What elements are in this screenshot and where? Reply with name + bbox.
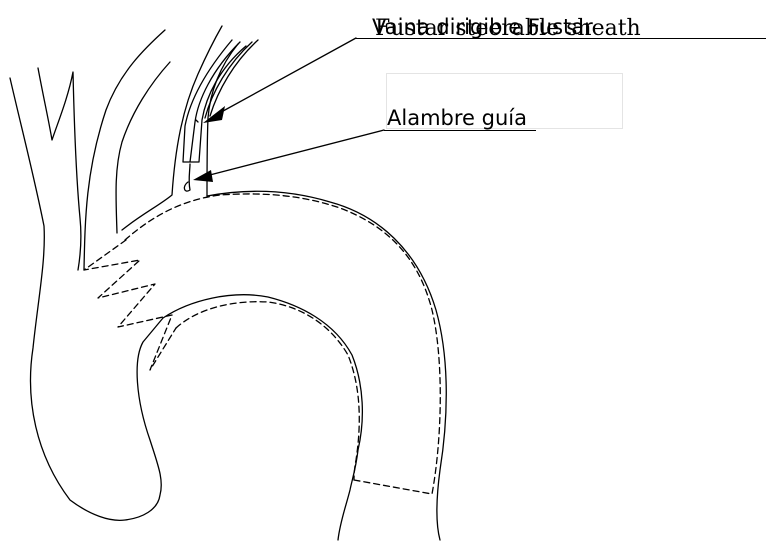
stent-graft-distal-edge bbox=[354, 480, 432, 494]
guidewire-leader-line bbox=[202, 130, 384, 177]
sheath-leader-line bbox=[214, 38, 356, 116]
central-vessel bbox=[84, 30, 165, 270]
guidewire bbox=[184, 164, 190, 191]
label-guidewire: Alambre guía bbox=[387, 106, 527, 130]
label-steerable-sheath: Vaina dirigible Fustar bbox=[372, 15, 593, 39]
vessel-outer-contour bbox=[10, 78, 362, 540]
arch-outer-wall bbox=[207, 191, 446, 540]
stent-zigzag bbox=[84, 240, 176, 370]
sheath-label-underline bbox=[356, 38, 766, 39]
central-vessel-wall bbox=[116, 62, 170, 233]
guidewire-arrowhead bbox=[193, 170, 213, 182]
sheath-vessel-left-wall bbox=[122, 26, 222, 230]
guidewire-label-underline bbox=[384, 130, 536, 131]
stent-graft-outer bbox=[125, 194, 440, 494]
